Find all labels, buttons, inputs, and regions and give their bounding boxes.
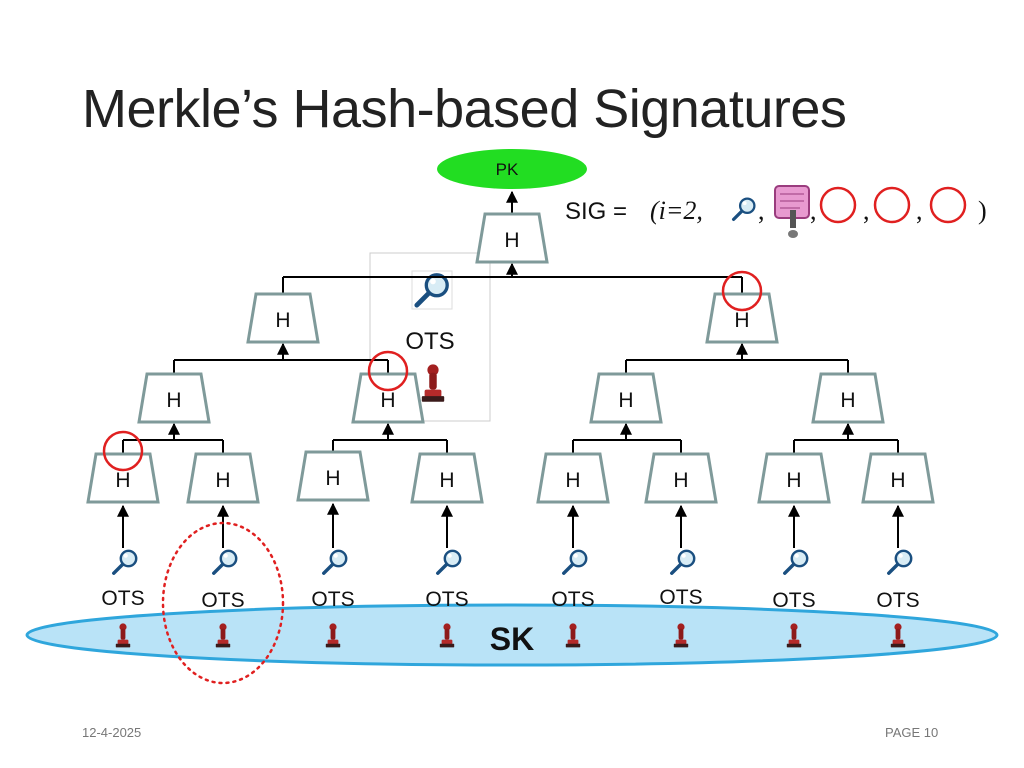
hash-node-leaf-parent: H [757,452,831,504]
footer-page-number: PAGE 10 [885,725,939,740]
page-title: Merkle’s Hash-based Signatures [82,79,847,139]
hash-node-label: H [565,469,580,492]
hash-node: H [246,292,320,344]
footer-date: 12-4-2025 [82,725,142,740]
hash-node-label: H [618,389,633,412]
magnifier-icon [731,196,757,222]
auth-path-circle [367,350,409,392]
hash-node: H [589,372,663,424]
hash-node: H [811,372,885,424]
ots-leaf-label: OTS [311,588,354,611]
magnifier-icon [212,549,238,575]
auth-path-slot [873,186,911,224]
hash-node-label: H [673,469,688,492]
public-key-label: PK [496,160,519,179]
selected-leaf-circle [161,521,285,685]
hash-node-leaf-parent: H [861,452,935,504]
signature-separator: , [758,196,765,225]
hash-node-label: H [786,469,801,492]
ots-leaf-label: OTS [551,588,594,611]
ots-leaf-label: OTS [425,588,468,611]
magnifier-icon [112,549,138,575]
hash-node-label: H [380,389,395,412]
magnifier-icon [783,549,809,575]
secret-key-ellipse [25,603,999,667]
hash-node-leaf-parent: H [186,452,260,504]
hash-node-label: H [734,309,749,332]
hash-node: H [137,372,211,424]
auth-path-circle [721,270,763,312]
hash-node-leaf-parent: H [644,452,718,504]
public-key-node [437,149,587,189]
hash-node-leaf-parent: H [536,452,610,504]
magnifier-icon [887,549,913,575]
scroll-icon [774,185,810,238]
signature-close: ) [978,196,987,225]
ots-leaf-label: OTS [772,589,815,612]
ots-leaf-label: OTS [659,586,702,609]
signature-separator: , [916,196,923,225]
hash-node-label: H [439,469,454,492]
signature-separator: , [863,196,870,225]
hash-node-label: H [325,467,340,490]
magnifier-icon [562,549,588,575]
hash-node-leaf-parent: H [296,450,370,502]
ots-leaf-label: OTS [876,589,919,612]
auth-path-slot [819,186,857,224]
hash-node-label: H [166,389,181,412]
secret-key-label: SK [490,621,534,657]
ots-leaf-label: OTS [201,589,244,612]
signature-index: (i=2, [650,196,703,225]
signature-prefix: SIG = [565,198,627,225]
ots-leaf-label: OTS [101,587,144,610]
hash-node: H [705,292,779,344]
hash-node-leaf-parent: H [410,452,484,504]
magnifier-icon [322,549,348,575]
hash-node-label: H [840,389,855,412]
hash-node-root: H [475,212,549,264]
stamp-icon [421,364,445,402]
magnifier-icon [670,549,696,575]
ots-inset-icon-frame [411,270,453,310]
hash-node-leaf-parent: H [86,452,160,504]
tree-nodes: H H H H H H H H H H H H H H H OTS OTS OTS OTS OTS OTS OTS OTS [86,212,935,648]
hash-node-label: H [115,469,130,492]
hash-node: H [351,372,425,424]
hash-node-label: H [215,469,230,492]
hash-node-label: H [504,229,519,252]
hash-node-label: H [275,309,290,332]
auth-path-circle [102,430,144,472]
ots-inset-label: OTS [405,328,454,355]
signature-separator: , [810,196,817,225]
ots-inset-box [369,252,491,422]
hash-node-label: H [890,469,905,492]
auth-path-slot [929,186,967,224]
tree-connections [117,190,904,548]
magnifier-icon [417,275,447,305]
magnifier-icon [436,549,462,575]
